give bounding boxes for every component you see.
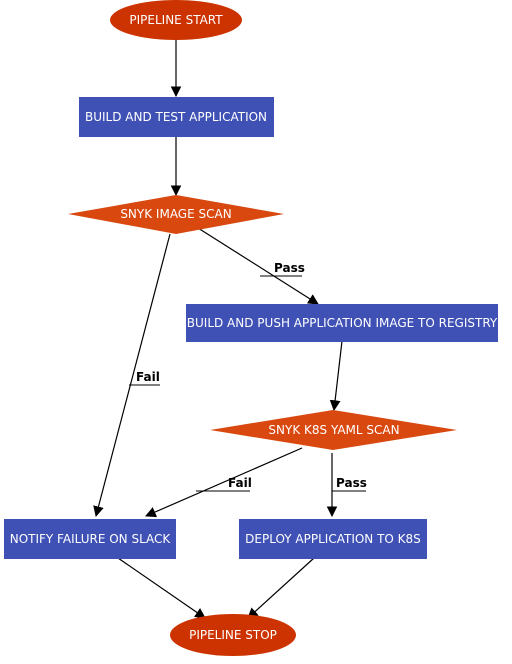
node-build-test-label: BUILD AND TEST APPLICATION: [85, 110, 267, 124]
edge-deploy-to-stop: [247, 557, 315, 619]
node-snyk-yaml-scan: SNYK K8S YAML SCAN: [210, 410, 457, 450]
edge-notify-to-stop: [117, 557, 206, 619]
edge-label-yaml-scan-pass: Pass: [336, 476, 367, 490]
node-pipeline-start-label: PIPELINE START: [129, 13, 223, 27]
edge-yaml-scan-fail: [145, 447, 303, 518]
node-build-push-label: BUILD AND PUSH APPLICATION IMAGE TO REGI…: [187, 316, 498, 330]
node-deploy-label: DEPLOY APPLICATION TO K8S: [245, 532, 421, 546]
edge-image-scan-fail: [93, 233, 171, 518]
node-pipeline-stop-label: PIPELINE STOP: [189, 628, 277, 642]
edge-label-image-scan-fail: Fail: [136, 370, 160, 384]
node-snyk-yaml-scan-label: SNYK K8S YAML SCAN: [268, 423, 399, 437]
edge-label-image-scan-pass: Pass: [274, 261, 305, 275]
node-snyk-image-scan-label: SNYK IMAGE SCAN: [120, 207, 231, 221]
node-pipeline-stop: PIPELINE STOP: [170, 614, 296, 656]
edges: [93, 40, 343, 619]
node-build-test: BUILD AND TEST APPLICATION: [79, 97, 274, 137]
node-snyk-image-scan: SNYK IMAGE SCAN: [68, 195, 284, 234]
edge-image-scan-pass: [197, 227, 319, 305]
edge-labels: Pass Fail Fail Pass: [129, 261, 367, 492]
node-notify-failure-label: NOTIFY FAILURE ON SLACK: [10, 532, 172, 546]
node-pipeline-start: PIPELINE START: [110, 0, 242, 40]
node-deploy: DEPLOY APPLICATION TO K8S: [239, 519, 427, 559]
node-notify-failure: NOTIFY FAILURE ON SLACK: [4, 519, 176, 559]
edge-label-yaml-scan-fail: Fail: [228, 476, 252, 490]
node-build-push: BUILD AND PUSH APPLICATION IMAGE TO REGI…: [186, 304, 498, 342]
edge-build-push-to-yaml-scan: [329, 340, 343, 412]
